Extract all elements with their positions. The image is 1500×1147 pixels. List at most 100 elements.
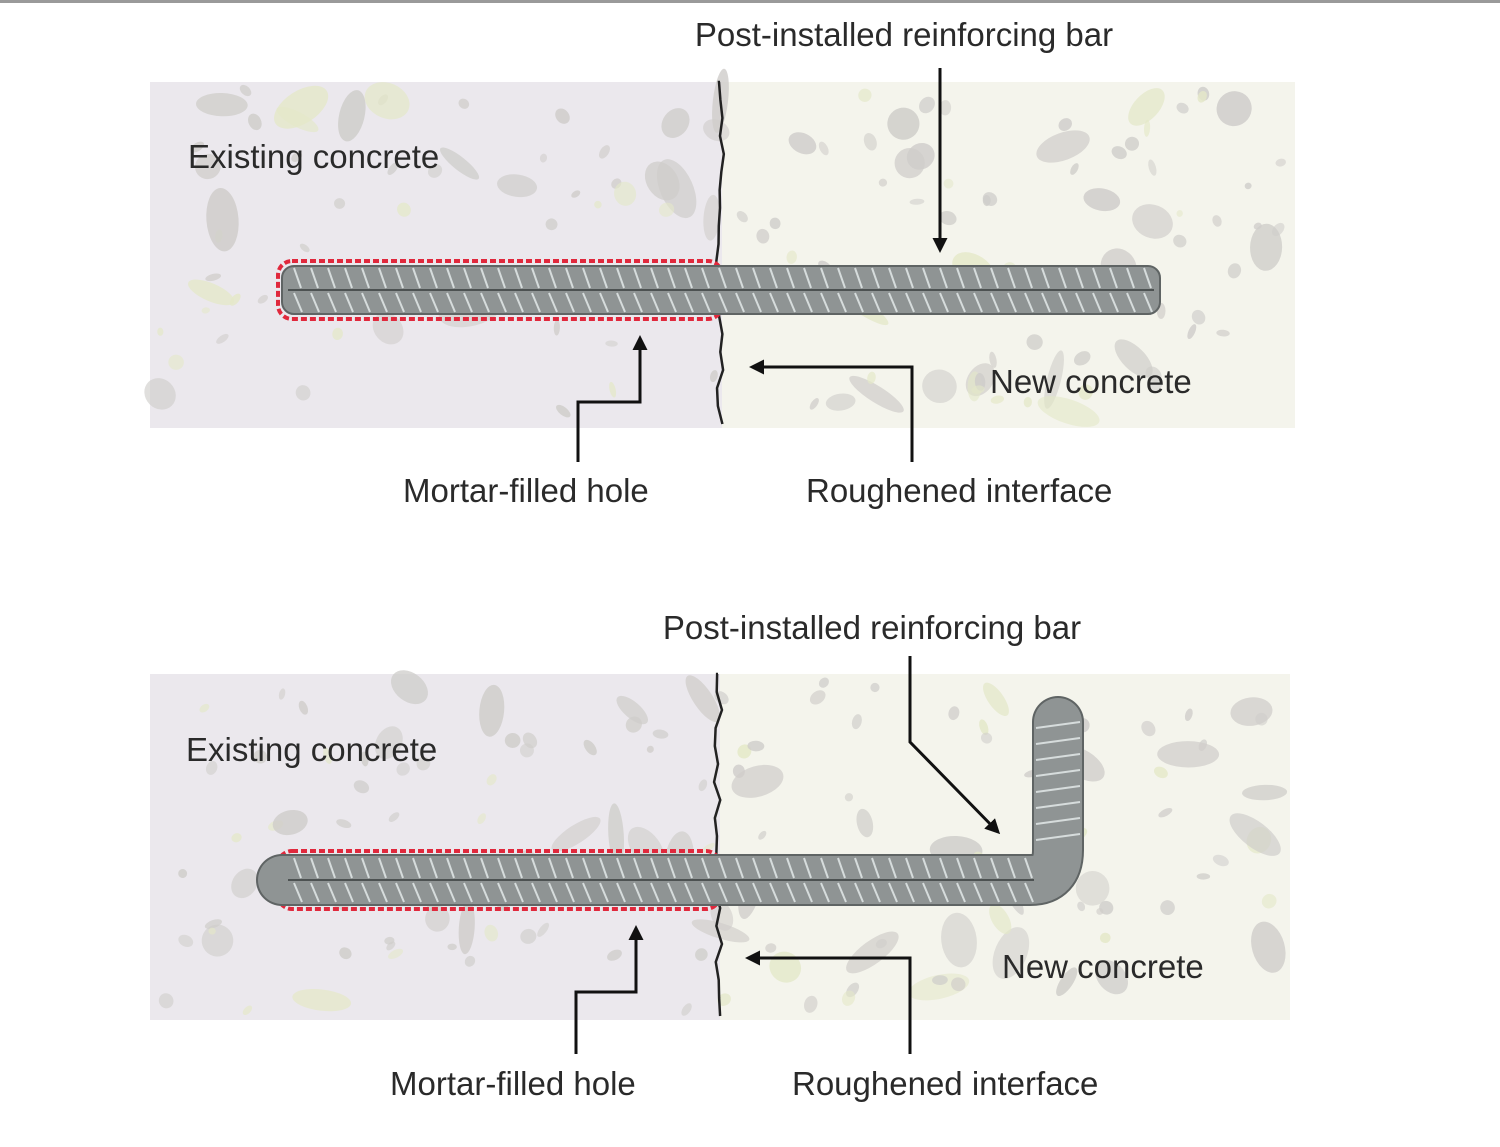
rebar-rib	[718, 857, 727, 879]
aggregate-blob	[788, 132, 817, 155]
aggregate-blob	[698, 779, 708, 792]
aggregate-blob	[555, 108, 570, 124]
aggregate-blob	[1250, 223, 1283, 271]
aggregate-blob	[1124, 136, 1140, 151]
aggregate-blob	[486, 774, 497, 786]
rebar-rib	[922, 292, 932, 313]
rebar-rib	[463, 292, 473, 313]
mortar-label: Mortar-filled hole	[403, 472, 649, 509]
rebar-rib	[327, 292, 337, 313]
aggregate-blob	[1044, 350, 1064, 409]
aggregate-blob	[943, 178, 954, 189]
rebar-rib	[344, 882, 354, 903]
rebar-rib	[803, 267, 812, 289]
rebar-rib	[327, 857, 336, 879]
rebar-rib	[599, 882, 609, 903]
rebar-rib	[565, 292, 575, 313]
rebar-rib	[786, 292, 796, 313]
aggregate-blob	[842, 990, 856, 1006]
rebar-rib	[1035, 753, 1081, 761]
bar-pointer-arrow	[908, 656, 1001, 835]
aggregate-blob	[553, 319, 560, 336]
new-concrete-label: New concrete	[1002, 948, 1204, 985]
rebar-rib	[293, 882, 303, 903]
mortar-pointer-arrow	[576, 335, 648, 462]
aggregate-blob	[387, 162, 399, 175]
rebar-rib	[939, 292, 949, 313]
rebar-rib	[1035, 801, 1081, 809]
aggregate-blob	[229, 293, 241, 306]
aggregate-blob	[1099, 932, 1111, 944]
rebar-rib	[1035, 769, 1081, 777]
aggregate-blob	[939, 100, 952, 116]
rebar-rib	[735, 292, 745, 313]
aggregate-blob	[1128, 88, 1165, 126]
rebar-rib	[922, 267, 931, 289]
rebar-rib	[480, 857, 489, 879]
aggregate-blob	[979, 719, 989, 736]
aggregate-blob	[1241, 784, 1288, 801]
aggregate-blob	[571, 190, 581, 198]
aggregate-blob	[188, 279, 235, 306]
rebar-rib	[514, 857, 523, 879]
rebar-rib	[905, 882, 915, 903]
existing-concrete-label: Existing concrete	[188, 138, 439, 175]
rebar-rib	[718, 292, 728, 313]
rebar-rib	[633, 267, 642, 289]
aggregate-blob	[339, 947, 352, 960]
rebar-rib	[701, 857, 710, 879]
rebar-rib	[786, 857, 795, 879]
rebar-rib	[735, 267, 744, 289]
aggregate-blob	[867, 371, 876, 384]
aggregate-blob	[709, 370, 718, 383]
rebar-rib	[327, 882, 337, 903]
rebar-rib	[310, 267, 319, 289]
rebar-rib	[514, 292, 524, 313]
rebar-rib	[463, 267, 472, 289]
aggregate-blob	[941, 912, 977, 968]
rebar-rib	[888, 267, 897, 289]
aggregate-blob	[614, 181, 637, 206]
aggregate-blob	[594, 200, 602, 209]
rebar-rib	[1075, 292, 1085, 313]
aggregate-blob	[520, 928, 537, 944]
rebar-rib	[361, 857, 370, 879]
rebar-rib	[803, 857, 812, 879]
rebar-rib	[990, 857, 999, 879]
rebar-rib	[837, 267, 846, 289]
aggregate-blob	[298, 700, 309, 715]
aggregate-blob	[982, 682, 1009, 717]
rebar-rib	[1024, 857, 1033, 879]
aggregate-blob	[248, 113, 262, 131]
rebar-rib	[837, 882, 847, 903]
rebar-rib	[769, 267, 778, 289]
aggregate-blob	[661, 108, 690, 138]
rebar-rib	[531, 882, 541, 903]
rebar-rib	[463, 857, 472, 879]
aggregate-blob	[205, 760, 218, 775]
aggregate-blob	[909, 198, 925, 205]
rebar-rib	[905, 292, 915, 313]
rebar-rib	[531, 292, 541, 313]
rebar-rib	[582, 857, 591, 879]
rebar-rib	[1092, 267, 1101, 289]
aggregate-blob	[703, 194, 721, 241]
rebar-rib	[752, 882, 762, 903]
aggregate-blob	[1216, 91, 1252, 127]
rebar-rib	[1024, 267, 1033, 289]
rebar-rib	[871, 292, 881, 313]
rebar-rib	[820, 267, 829, 289]
aggregate-blob	[384, 936, 395, 945]
aggregate-blob	[522, 732, 538, 749]
rebar-rib	[667, 857, 676, 879]
aggregate-blob	[786, 250, 797, 264]
aggregate-blob	[646, 745, 654, 753]
rebar-rib	[582, 292, 592, 313]
rebar-rib	[769, 882, 779, 903]
rebar-rib	[1041, 267, 1050, 289]
aggregate-blob	[1036, 130, 1090, 163]
rebar-rib	[1109, 292, 1119, 313]
aggregate-blob	[464, 955, 476, 967]
new-concrete-label: New concrete	[990, 363, 1192, 400]
aggregate-blob	[206, 187, 239, 252]
